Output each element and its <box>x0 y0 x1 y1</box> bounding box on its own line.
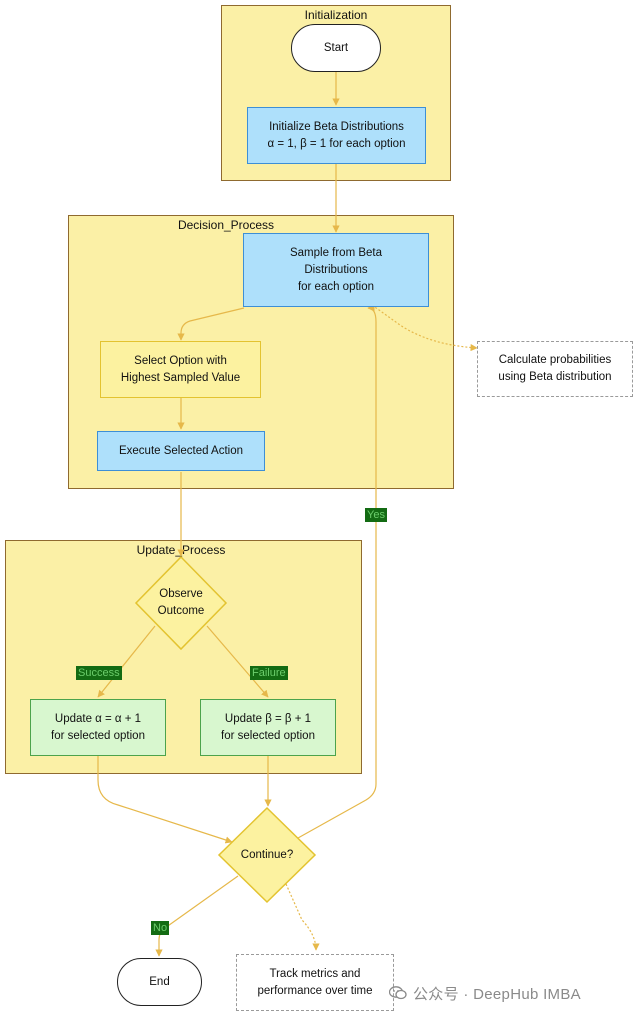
track-metrics-note: Track metrics and performance over time <box>236 954 394 1011</box>
edge-observe-beta <box>206 625 269 698</box>
select-option-node: Select Option with Highest Sampled Value <box>100 341 261 398</box>
edge-alpha-continue <box>97 756 233 844</box>
edge-continue-track <box>285 883 320 951</box>
continue-label: Continue? <box>240 848 294 861</box>
sample-label: Sample from Beta Distributions for each … <box>289 246 383 293</box>
observe-outcome-label: Observe Outcome <box>157 588 205 617</box>
init-beta-label: Initialize Beta Distributions α = 1, β =… <box>267 120 406 150</box>
edge-label-failure: Failure <box>250 666 288 680</box>
edge-continue-yes <box>297 304 377 839</box>
edge-sample-calc <box>371 304 478 352</box>
observe-diamond <box>134 555 228 651</box>
init-beta-node: Initialize Beta Distributions α = 1, β =… <box>247 107 426 164</box>
start-label: Start <box>323 41 349 54</box>
edge-label-yes: Yes <box>365 508 387 522</box>
start-node: Start <box>291 24 381 72</box>
execute-action-node: Execute Selected Action <box>97 431 265 471</box>
cluster-title-decision-process: Decision_Process <box>177 218 275 232</box>
update-beta-label: Update β = β + 1 for selected option <box>221 712 315 742</box>
edge-label-no: No <box>151 921 170 935</box>
select-option-label: Select Option with Highest Sampled Value <box>120 354 241 384</box>
edge-label-success: Success <box>76 666 122 680</box>
update-alpha-node: Update α = α + 1 for selected option <box>30 699 166 756</box>
cluster-title-initialization: Initialization <box>304 8 368 22</box>
edge-sample-select <box>177 307 245 341</box>
execute-action-label: Execute Selected Action <box>118 444 244 457</box>
track-metrics-label: Track metrics and performance over time <box>257 967 373 997</box>
edge-observe-alpha <box>97 625 156 698</box>
wechat-icon <box>388 986 407 1000</box>
continue-diamond <box>217 806 317 904</box>
end-node: End <box>117 958 202 1006</box>
end-label: End <box>149 975 170 988</box>
watermark: 公众号 · DeepHub IMBA <box>388 983 581 1003</box>
watermark-text: 公众号 · DeepHub IMBA <box>413 985 581 1003</box>
calc-prob-label: Calculate probabilities using Beta distr… <box>498 354 612 383</box>
sample-node: Sample from Beta Distributions for each … <box>243 233 429 307</box>
update-beta-node: Update β = β + 1 for selected option <box>200 699 336 756</box>
update-alpha-label: Update α = α + 1 for selected option <box>51 712 145 742</box>
edge-continue-end <box>155 875 239 957</box>
calc-prob-note: Calculate probabilities using Beta distr… <box>477 341 633 397</box>
